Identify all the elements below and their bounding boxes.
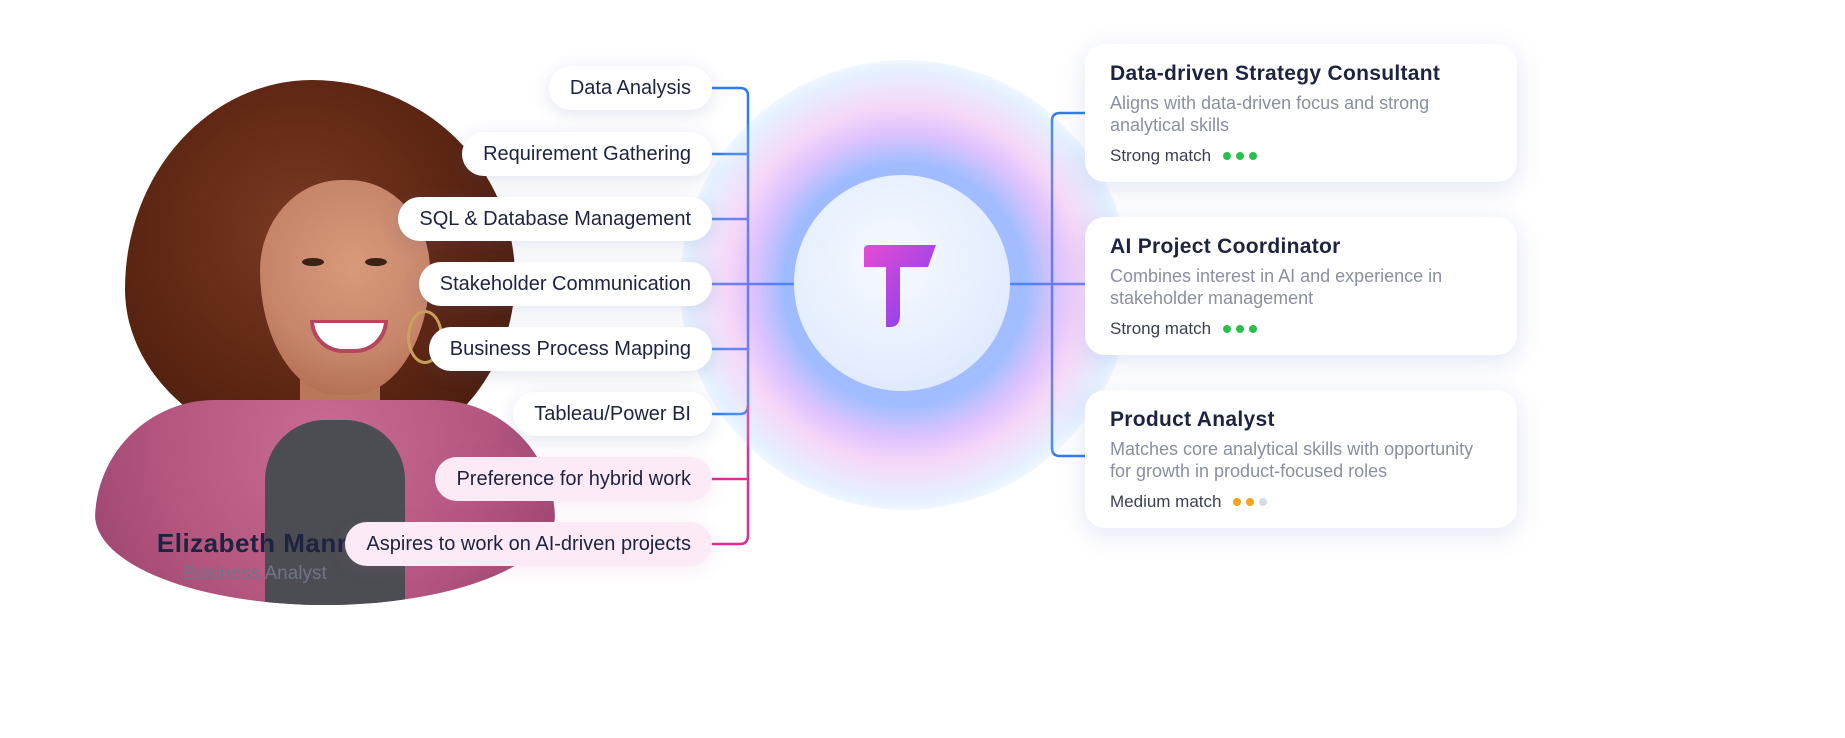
match-level-dots bbox=[1223, 152, 1262, 160]
eye-left bbox=[302, 258, 324, 266]
match-dot-filled bbox=[1249, 325, 1258, 333]
match-description: Matches core analytical skills with oppo… bbox=[1110, 439, 1474, 481]
match-card[interactable]: AI Project Coordinator Combines interest… bbox=[1085, 217, 1517, 355]
match-dot-filled bbox=[1236, 152, 1245, 160]
match-strength: Medium match bbox=[1110, 492, 1493, 512]
skill-pill: Tableau/Power BI bbox=[513, 392, 712, 436]
match-dot-filled bbox=[1236, 325, 1245, 333]
match-label: Medium match bbox=[1110, 492, 1222, 511]
match-strength: Strong match bbox=[1110, 319, 1493, 339]
match-dot-filled bbox=[1233, 498, 1242, 506]
brand-logo-icon bbox=[864, 245, 936, 327]
skill-pill: Data Analysis bbox=[548, 66, 712, 110]
match-description: Combines interest in AI and experience i… bbox=[1110, 266, 1443, 308]
match-level-dots bbox=[1233, 498, 1272, 506]
match-title: Data-driven Strategy Consultant bbox=[1110, 62, 1441, 85]
skill-pill: SQL & Database Management bbox=[398, 197, 712, 241]
person-name: Elizabeth Mann bbox=[156, 528, 354, 558]
match-dot-filled bbox=[1223, 152, 1232, 160]
match-label: Strong match bbox=[1110, 319, 1212, 338]
tee-shape bbox=[265, 420, 405, 605]
match-level-dots bbox=[1223, 325, 1262, 333]
skill-pill: Requirement Gathering bbox=[462, 132, 712, 176]
match-dot-filled bbox=[1246, 498, 1255, 506]
smile-shape bbox=[310, 320, 388, 353]
match-strength: Strong match bbox=[1110, 146, 1493, 166]
preferences-bracket bbox=[712, 405, 750, 546]
matching-hub bbox=[794, 175, 1010, 391]
skill-pill: Stakeholder Communication bbox=[418, 262, 712, 306]
preference-pill: Aspires to work on AI-driven projects bbox=[345, 522, 712, 566]
match-title: Product Analyst bbox=[1110, 408, 1275, 431]
match-dot-filled bbox=[1223, 325, 1232, 333]
eye-right bbox=[365, 258, 387, 266]
match-card[interactable]: Data-driven Strategy Consultant Aligns w… bbox=[1085, 44, 1517, 182]
match-card[interactable]: Product Analyst Matches core analytical … bbox=[1085, 390, 1517, 528]
match-label: Strong match bbox=[1110, 146, 1212, 165]
skill-pill: Business Process Mapping bbox=[428, 327, 712, 371]
match-title: AI Project Coordinator bbox=[1110, 235, 1341, 258]
match-dot-filled bbox=[1249, 152, 1258, 160]
person-role: Business Analyst bbox=[183, 563, 327, 584]
match-dot-empty bbox=[1259, 498, 1268, 506]
preference-pill: Preference for hybrid work bbox=[435, 457, 712, 501]
match-description: Aligns with data-driven focus and strong… bbox=[1110, 93, 1430, 135]
